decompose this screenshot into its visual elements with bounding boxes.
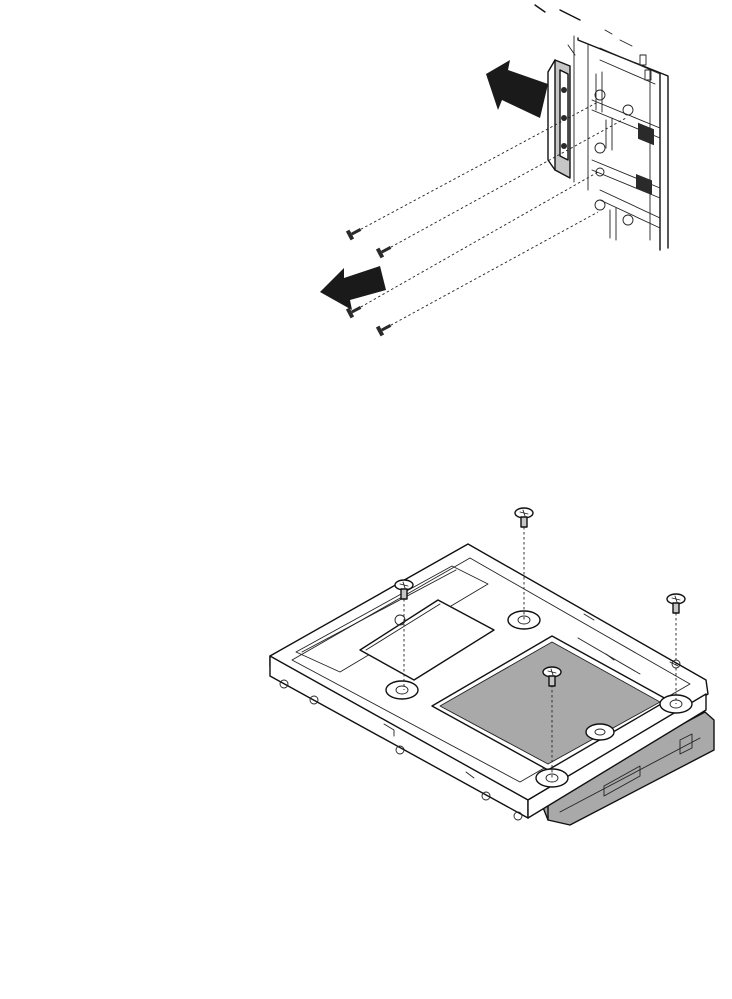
screw-icon xyxy=(515,508,533,527)
drive-bracket xyxy=(548,60,570,178)
screw-icon xyxy=(376,243,393,258)
remove-bay-figure xyxy=(320,5,668,336)
screw-guide xyxy=(382,118,626,252)
adapter-bracket-figure xyxy=(270,508,714,825)
screw-icon xyxy=(346,225,363,240)
screw-icon xyxy=(376,321,393,336)
screw-icon xyxy=(667,594,685,613)
arrow-icon xyxy=(320,266,386,310)
arrow-icon xyxy=(486,60,548,118)
screw-guide xyxy=(352,172,598,312)
screw-guide xyxy=(382,212,598,330)
